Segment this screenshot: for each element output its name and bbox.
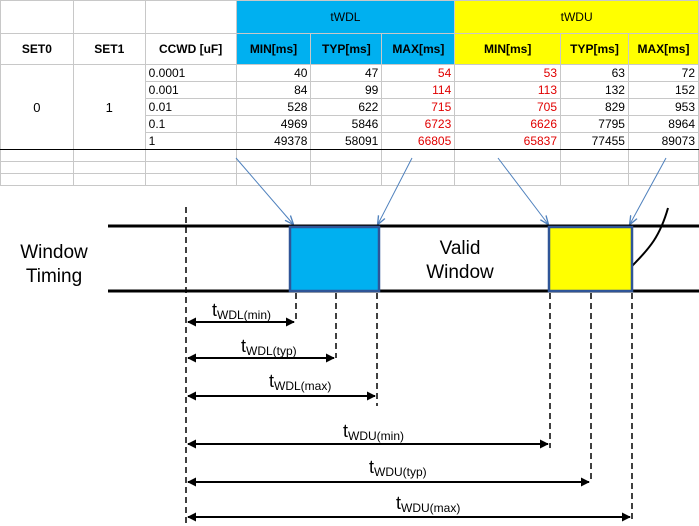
wdl-min-cell: 40 bbox=[235, 64, 312, 82]
window-timing-label: Window Timing bbox=[6, 241, 102, 289]
table-row: 0 1 0.0001 40 47 54 53 63 72 bbox=[0, 64, 699, 150]
wdl-max-cell: 54 bbox=[381, 64, 456, 82]
interval-label-wdu-min: tWDU(min) bbox=[343, 421, 404, 443]
table-row: 0.001 84 99 114 113 132 152 bbox=[1, 81, 699, 99]
empty-spreadsheet-row bbox=[0, 173, 699, 186]
interval-label-wdl-min: tWDL(min) bbox=[212, 300, 271, 322]
ccwd-cell: 0.01 bbox=[144, 98, 237, 116]
wdu-window-box bbox=[547, 225, 634, 293]
wdu-max-cell: 89073 bbox=[627, 132, 699, 150]
col-header-wdu-max: MAX[ms] bbox=[627, 33, 699, 65]
valid-window-label: Valid Window bbox=[412, 237, 508, 285]
twdl-group-header: tWDL bbox=[235, 0, 456, 34]
col-header-wdl-min: MIN[ms] bbox=[235, 33, 312, 65]
col-header-wdu-min: MIN[ms] bbox=[454, 33, 562, 65]
table-row: 1 49378 58091 66805 65837 77455 89073 bbox=[1, 132, 699, 150]
group-header-row: tWDL tWDU bbox=[0, 0, 699, 34]
timing-spec-table: tWDL tWDU SET0 SET1 CCWD [uF] MIN[ms] TY… bbox=[0, 0, 699, 186]
col-header-ccwd: CCWD [uF] bbox=[144, 33, 237, 65]
interval-label-wdl-max: tWDL(max) bbox=[269, 371, 331, 393]
callout-arrow-wdl-max bbox=[378, 157, 413, 224]
interval-label-wdu-typ: tWDU(typ) bbox=[369, 457, 427, 479]
set1-value: 1 bbox=[72, 64, 146, 150]
column-header-row: SET0 SET1 CCWD [uF] MIN[ms] TYP[ms] MAX[… bbox=[0, 33, 699, 65]
valid-window-line2: Window bbox=[426, 262, 494, 283]
col-header-wdl-max: MAX[ms] bbox=[381, 33, 456, 65]
interval-label-wdl-typ: tWDL(typ) bbox=[241, 336, 297, 358]
col-header-set0: SET0 bbox=[0, 33, 74, 65]
window-timing-line1: Window bbox=[20, 242, 88, 263]
wdl-typ-cell: 99 bbox=[310, 81, 383, 99]
callout-arrow-wdu-max bbox=[630, 157, 667, 224]
table-row: 0.01 528 622 715 705 829 953 bbox=[1, 98, 699, 116]
twdu-group-header: tWDU bbox=[454, 0, 699, 34]
interval-label-wdu-max: tWDU(max) bbox=[396, 493, 460, 515]
blank-cell bbox=[144, 0, 237, 34]
cut-curve bbox=[631, 207, 669, 267]
empty-spreadsheet-row bbox=[0, 161, 699, 174]
valid-window-line1: Valid bbox=[439, 238, 481, 259]
window-timing-line2: Timing bbox=[25, 266, 83, 287]
wdl-window-box bbox=[288, 225, 381, 293]
col-header-wdl-typ: TYP[ms] bbox=[310, 33, 383, 65]
callout-arrow-wdu-min bbox=[497, 157, 548, 224]
callout-arrow-wdl-min bbox=[235, 157, 293, 224]
col-header-wdu-typ: TYP[ms] bbox=[560, 33, 629, 65]
set0-value: 0 bbox=[0, 64, 74, 150]
